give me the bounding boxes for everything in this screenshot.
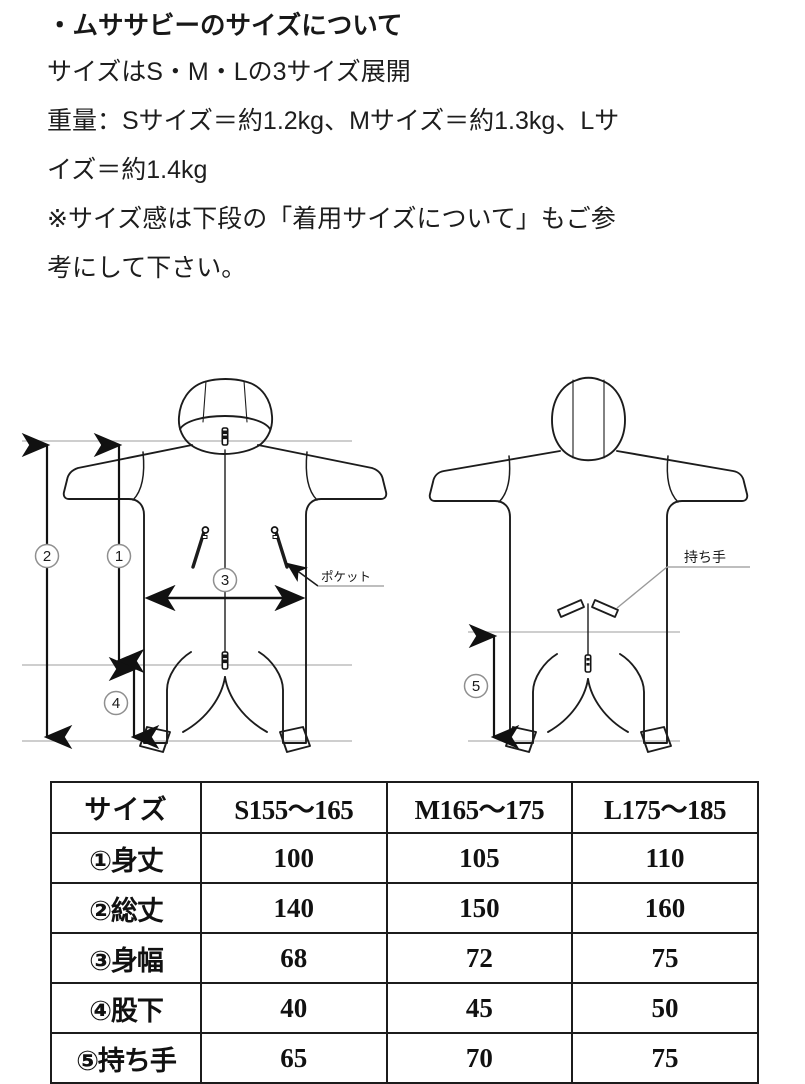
foot-right [279, 726, 311, 753]
page-title: ・ムササビーのサイズについて [47, 12, 403, 40]
crotch-zipper-pull [221, 651, 229, 670]
callout-pocket [286, 562, 384, 587]
cell-body-width-m: 72 [385, 932, 574, 984]
cell-inseam-l: 50 [571, 982, 759, 1034]
cell-total-length-l: 160 [571, 882, 759, 934]
back-body-outline-right [616, 450, 749, 744]
back-crotch-zipper-pull [584, 654, 592, 673]
marker-1-circle [106, 543, 132, 569]
marker-2-label: 2 [43, 548, 51, 565]
marker-3-label: 3 [221, 572, 229, 589]
cell-body-length-m: 105 [385, 832, 574, 884]
marker-4-circle [103, 690, 129, 716]
marker-1-label: 1 [115, 548, 123, 565]
back-hood-outline [551, 376, 626, 462]
handle-strap-right [591, 599, 619, 618]
intro-text-block: ・ムササビーのサイズについて サイズはS・M・Lの3サイズ展開 重量：Sサイズ＝… [47, 0, 762, 293]
paragraph-line-4: ※サイズ感は下段の「着用サイズについて」もご参 [47, 205, 616, 233]
header-size-l: L175〜185 [571, 781, 759, 834]
callout-handle-leader [616, 566, 668, 609]
size-diagram: ポケット 1 2 3 4 [0, 360, 805, 775]
cell-body-width-l: 75 [571, 932, 759, 984]
back-sleeve-seam-left [498, 455, 511, 503]
sleeve-seam-left [132, 451, 145, 501]
back-view-figure [428, 376, 749, 753]
table-row: ①身丈 100 105 110 [50, 832, 759, 884]
back-sleeve-seam-right [666, 455, 679, 503]
table-row: ③身幅 68 72 75 [50, 932, 759, 984]
crotch-curve-left [182, 676, 226, 733]
back-body-outline-left [428, 450, 561, 744]
hood-zipper-pull [221, 427, 229, 446]
row-label-handle: ⑤持ち手 [50, 1032, 202, 1084]
cell-inseam-m: 45 [385, 982, 574, 1034]
back-crotch-curve-left [547, 678, 589, 733]
dimension-5-handle: 5 [463, 623, 520, 750]
handle-strap-left [557, 599, 585, 618]
marker-5-label: 5 [472, 678, 480, 695]
back-foot-right [640, 726, 672, 753]
cell-handle-l: 75 [571, 1032, 759, 1084]
cell-body-width-s: 68 [200, 932, 388, 984]
hood-seam-right [243, 380, 248, 423]
size-chart-table: サイズ S155〜165 M165〜175 L175〜185 ①身丈 100 1… [50, 781, 759, 1084]
row-label-body-length: ①身丈 [50, 832, 202, 884]
cell-body-length-s: 100 [200, 832, 388, 884]
dimension-1-body-length: 1 [93, 432, 145, 674]
callout-pocket-leader [286, 562, 319, 587]
cell-body-length-l: 110 [571, 832, 759, 884]
callout-handle-label: 持ち手 [684, 549, 726, 565]
pocket-zipper-right [270, 526, 289, 569]
hood-outline [177, 378, 274, 455]
cell-inseam-s: 40 [200, 982, 388, 1034]
paragraph-line-1: サイズはS・M・Lの3サイズ展開 [47, 58, 411, 86]
table-row: ④股下 40 45 50 [50, 982, 759, 1034]
header-size-s: S155〜165 [200, 781, 388, 834]
header-size-m: M165〜175 [385, 781, 574, 834]
back-crotch-curve-right [587, 678, 629, 733]
dimension-4-inseam: 4 [103, 656, 160, 750]
body-outline-right [257, 444, 388, 744]
paragraph-line-2: 重量：Sサイズ＝約1.2kg、Mサイズ＝約1.3kg、Lサ [47, 107, 620, 135]
dimension-2-total-length: 2 [21, 432, 73, 750]
marker-2-circle [34, 543, 60, 569]
row-label-body-width: ③身幅 [50, 932, 202, 984]
cell-handle-s: 65 [200, 1032, 388, 1084]
hood-brim [179, 415, 271, 430]
hood-seam-left [202, 380, 207, 423]
header-size: サイズ [50, 781, 202, 834]
marker-5-circle [463, 673, 489, 699]
table-header-row: サイズ S155〜165 M165〜175 L175〜185 [50, 781, 759, 834]
callout-handle [616, 566, 750, 609]
cell-total-length-m: 150 [385, 882, 574, 934]
row-label-total-length: ②総丈 [50, 882, 202, 934]
paragraph-line-5: 考にして下さい。 [47, 254, 247, 282]
dimension-3-body-width: 3 [144, 567, 306, 612]
marker-3-circle [212, 567, 238, 593]
callout-pocket-label: ポケット [321, 570, 371, 584]
sleeve-seam-right [305, 451, 318, 501]
body-outline [62, 444, 193, 744]
cell-total-length-s: 140 [200, 882, 388, 934]
table-row: ⑤持ち手 65 70 75 [50, 1032, 759, 1084]
marker-4-label: 4 [112, 695, 120, 712]
row-label-inseam: ④股下 [50, 982, 202, 1034]
table-row: ②総丈 140 150 160 [50, 882, 759, 934]
crotch-curve-right [224, 676, 268, 733]
paragraph-line-3: イズ＝約1.4kg [47, 156, 208, 184]
cell-handle-m: 70 [385, 1032, 574, 1084]
pocket-zipper-left [191, 526, 210, 569]
